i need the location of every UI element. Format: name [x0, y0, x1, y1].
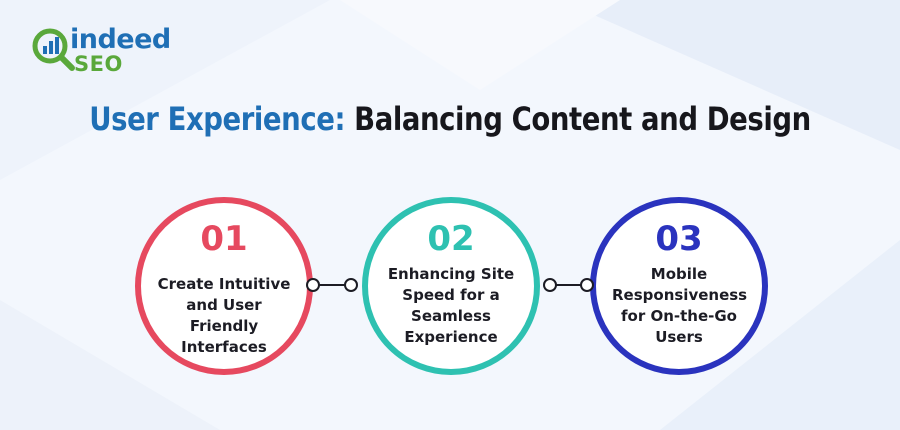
step-text: Mobile Responsiveness for On-the-Go User… — [612, 265, 748, 346]
title-highlight: User Experience: — [89, 100, 346, 138]
step-number: 03 — [655, 219, 703, 259]
title-rest: Balancing Content and Design — [345, 100, 811, 138]
magnifier-chart-icon — [32, 28, 75, 71]
logo-word-indeed: indeed — [70, 24, 171, 55]
logo-word-seo: SEO — [74, 52, 123, 76]
step-card-1: 01 Create Intuitive and User Friendly In… — [135, 197, 313, 375]
brand-logo: indeed SEO — [30, 22, 180, 82]
step-number: 01 — [200, 219, 248, 259]
page-title: User Experience: Balancing Content and D… — [63, 100, 837, 138]
step-text: Enhancing Site Speed for a Seamless Expe… — [387, 265, 515, 346]
step-text: Create Intuitive and User Friendly Inter… — [157, 275, 291, 356]
step-card-3: 03 Mobile Responsiveness for On-the-Go U… — [590, 197, 768, 375]
step-card-2: 02 Enhancing Site Speed for a Seamless E… — [362, 197, 540, 375]
step-number: 02 — [427, 219, 475, 259]
